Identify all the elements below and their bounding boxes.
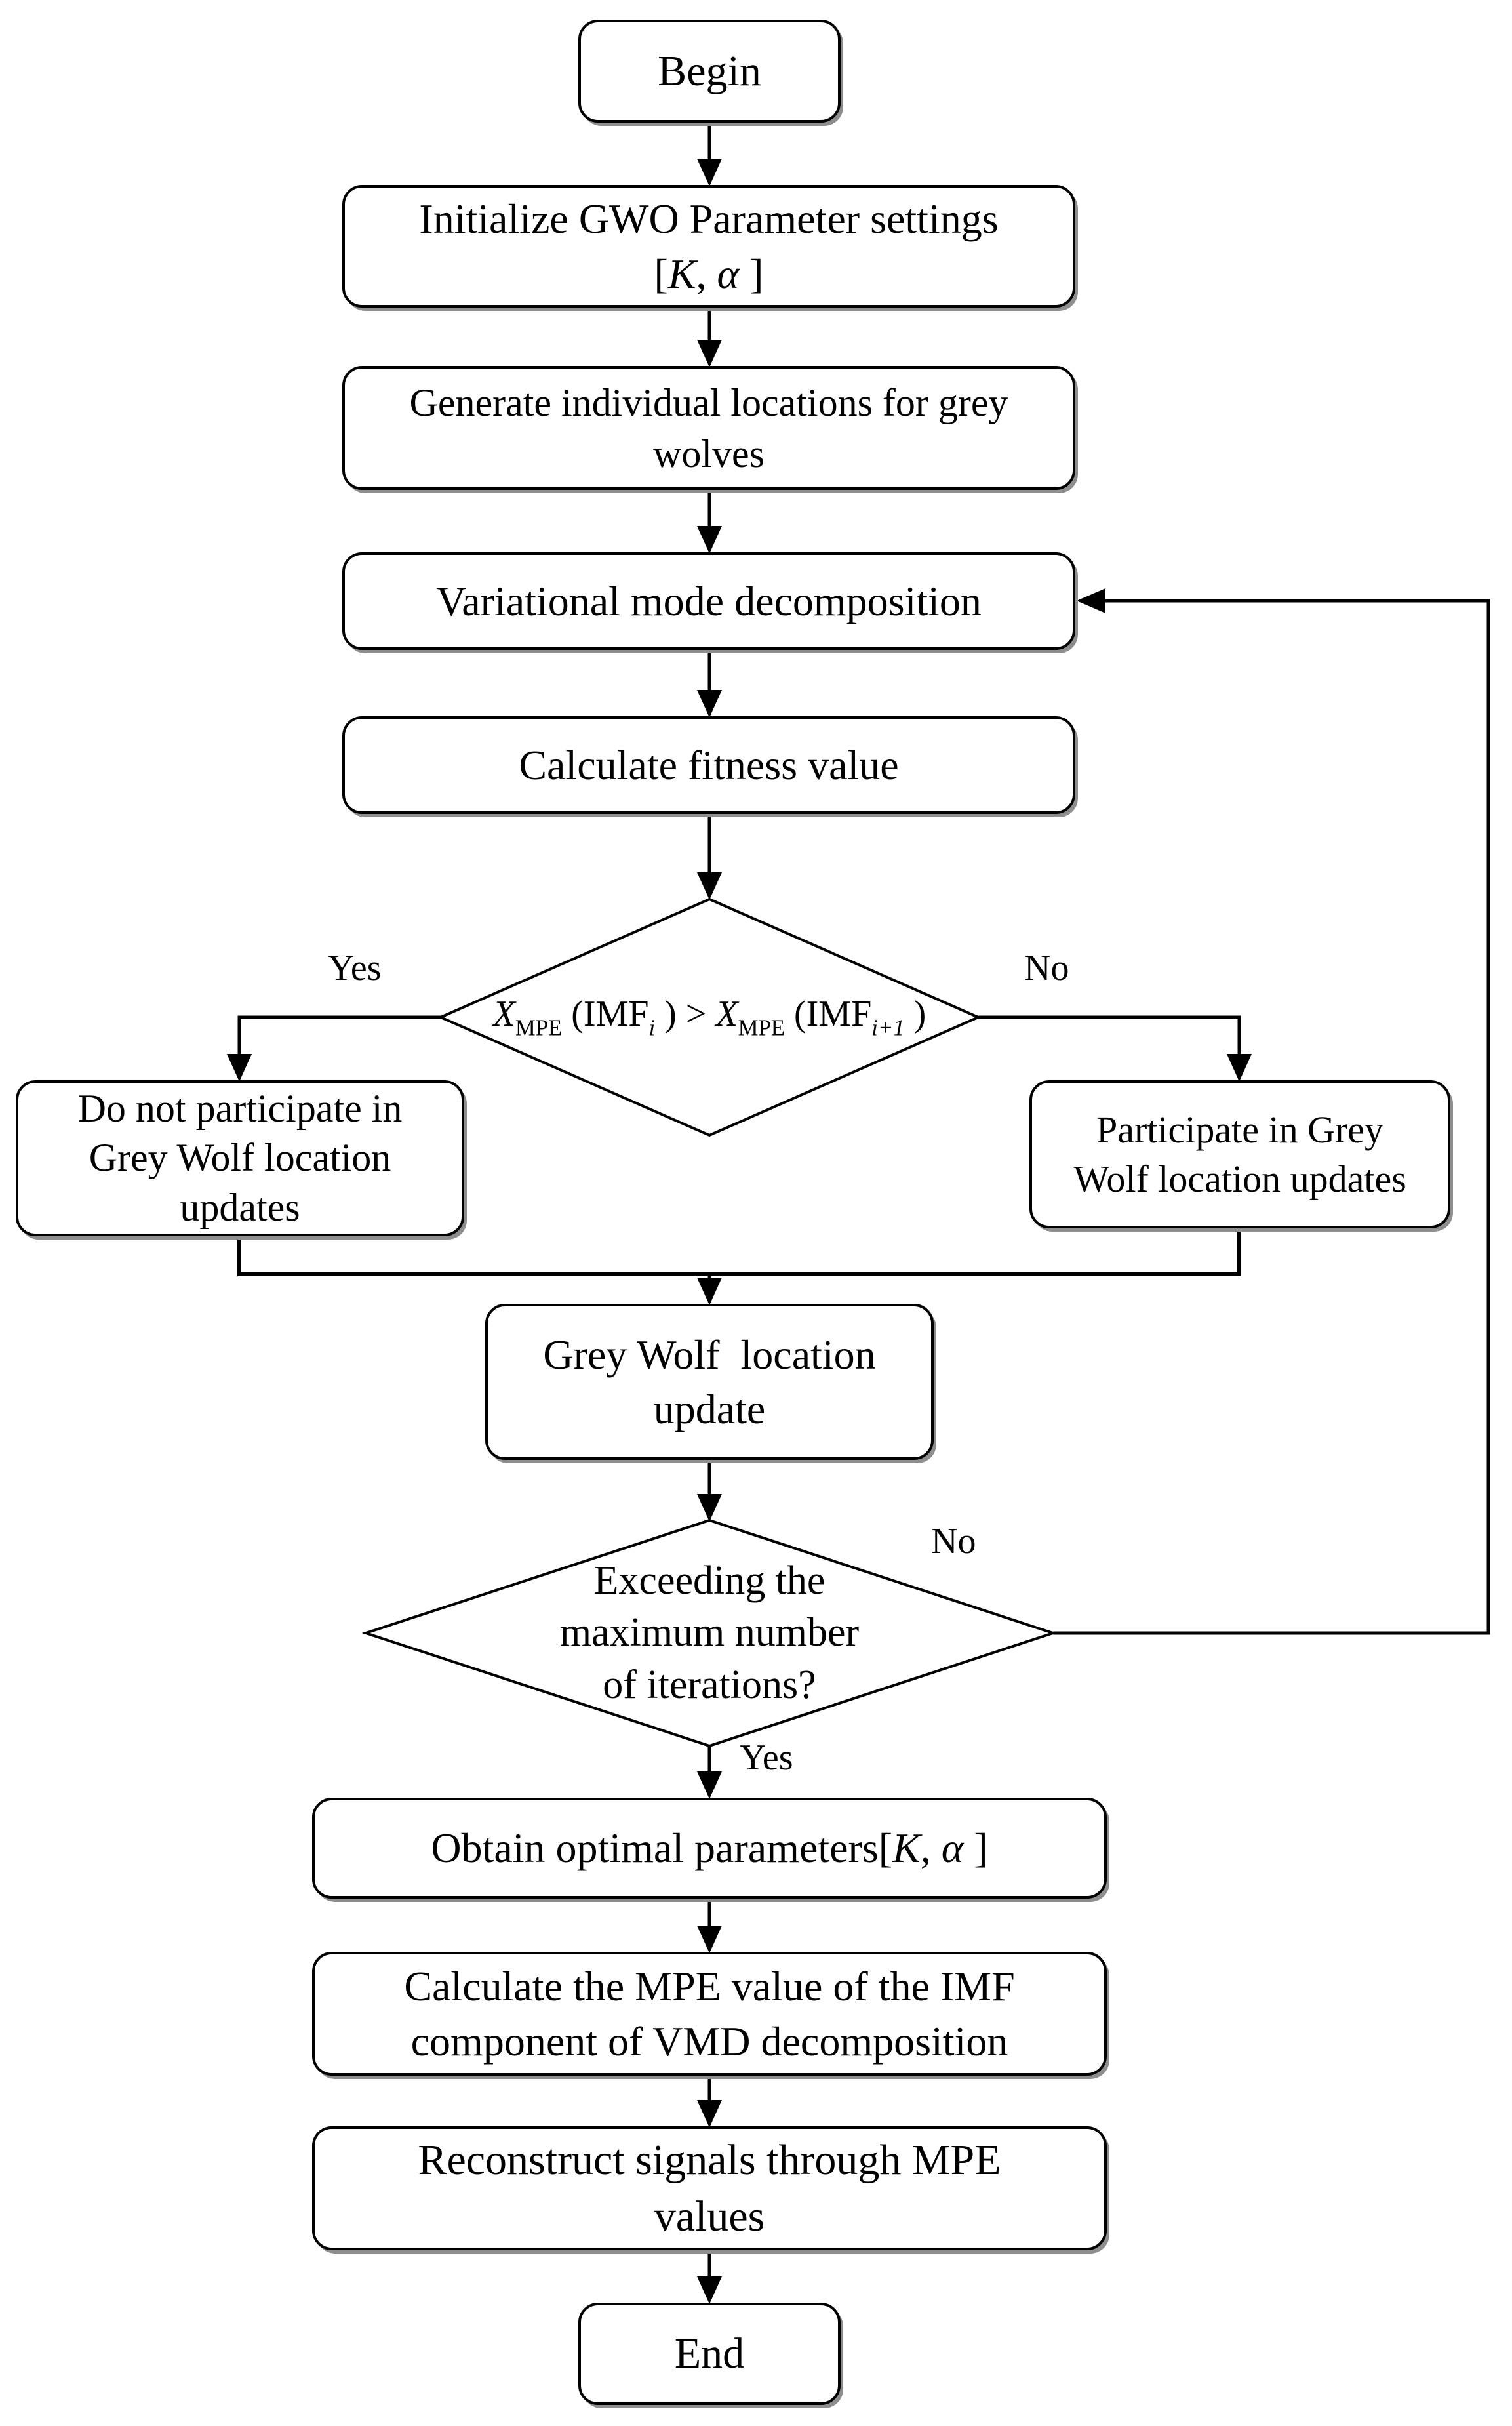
edge-participate-merge bbox=[709, 1228, 1241, 1276]
arrowhead-decision1-no bbox=[1227, 1054, 1252, 1082]
edge-decision1-no bbox=[978, 1015, 1241, 1057]
decision1-diamond bbox=[437, 897, 982, 1137]
node-obtain-optimal-parameters: Obtain optimal parameters[K, α ] bbox=[312, 1798, 1107, 1899]
decision2-line2: maximum number bbox=[559, 1610, 860, 1655]
arrowhead-gwupdate-decision2 bbox=[697, 1494, 722, 1522]
arrowhead-vmd-fitness bbox=[697, 690, 722, 718]
arrowhead-decision1-yes bbox=[227, 1054, 252, 1082]
edge-no-participate-merge bbox=[237, 1235, 709, 1276]
arrowhead-loop-vmd bbox=[1077, 588, 1105, 613]
node-gw-update-line1: Grey Wolf location bbox=[543, 1331, 876, 1378]
node-participate-line1: Participate in Grey bbox=[1096, 1108, 1384, 1151]
arrowhead-mpe-reconstruct bbox=[697, 2100, 722, 2128]
node-begin: Begin bbox=[578, 20, 841, 123]
node-grey-wolf-location-update: Grey Wolf location update bbox=[485, 1304, 934, 1460]
arrowhead-obtain-mpe bbox=[697, 1926, 722, 1953]
label-decision1-no: No bbox=[1024, 948, 1069, 988]
node-no-participate-line1: Do not participate in bbox=[77, 1086, 403, 1130]
arrowhead-reconstruct-end bbox=[697, 2276, 722, 2304]
edge-decision1-yes bbox=[237, 1015, 441, 1057]
decision2-line3: of iterations? bbox=[603, 1662, 816, 1707]
node-mpe-calc-line1: Calculate the MPE value of the IMF bbox=[404, 1963, 1015, 2010]
node-no-participate-line3: updates bbox=[180, 1185, 300, 1229]
decision1-mpe-comparison: XMPE (IMFi ) > XMPE (IMFi+1 ) bbox=[441, 899, 978, 1135]
arrowhead-fitness-decision1 bbox=[697, 872, 722, 900]
node-no-participate-line2: Grey Wolf location bbox=[89, 1136, 391, 1180]
label-decision2-yes: Yes bbox=[740, 1737, 793, 1778]
node-generate-line2: wolves bbox=[653, 432, 765, 475]
arrowhead-merge-gwupdate bbox=[697, 1278, 722, 1305]
arrowhead-decision2-yes bbox=[697, 1771, 722, 1799]
node-participate: Participate in Grey Wolf location update… bbox=[1029, 1080, 1450, 1228]
node-calculate-fitness: Calculate fitness value bbox=[342, 716, 1075, 814]
node-do-not-participate: Do not participate in Grey Wolf location… bbox=[16, 1080, 464, 1236]
node-init-line1: Initialize GWO Parameter settings bbox=[419, 195, 999, 243]
node-mpe-calc-line2: component of VMD decomposition bbox=[410, 2017, 1008, 2065]
node-reconstruct-signals: Reconstruct signals through MPE values bbox=[312, 2126, 1107, 2250]
node-end-label: End bbox=[674, 2330, 745, 2378]
edge-decision2-no-loop bbox=[1053, 599, 1490, 1635]
decision2-max-iterations: Exceeding the maximum number of iteratio… bbox=[366, 1520, 1053, 1746]
node-obtain-label: Obtain optimal parameters[K, α ] bbox=[431, 1825, 988, 1872]
node-vmd-label: Variational mode decomposition bbox=[436, 577, 982, 624]
node-calculate-mpe-value: Calculate the MPE value of the IMF compo… bbox=[312, 1952, 1107, 2076]
node-reconstruct-line1: Reconstruct signals through MPE bbox=[418, 2135, 1001, 2184]
node-end: End bbox=[578, 2303, 841, 2405]
arrowhead-init-generate bbox=[697, 340, 722, 367]
node-generate-line1: Generate individual locations for grey bbox=[409, 380, 1008, 424]
node-fitness-label: Calculate fitness value bbox=[519, 741, 899, 788]
node-generate-locations: Generate individual locations for grey w… bbox=[342, 366, 1075, 490]
arrowhead-generate-vmd bbox=[697, 526, 722, 554]
node-begin-label: Begin bbox=[658, 47, 761, 95]
node-participate-line2: Wolf location updates bbox=[1073, 1158, 1406, 1200]
node-init-gwo-parameters: Initialize GWO Parameter settings [K, α … bbox=[342, 185, 1075, 308]
node-gw-update-line2: update bbox=[653, 1386, 766, 1432]
arrowhead-begin-init bbox=[697, 159, 722, 186]
label-decision2-no: No bbox=[931, 1521, 976, 1562]
label-decision1-yes: Yes bbox=[328, 948, 382, 988]
node-vmd: Variational mode decomposition bbox=[342, 552, 1075, 650]
decision2-line1: Exceeding the bbox=[593, 1558, 826, 1603]
decision1-formula: XMPE (IMFi ) > XMPE (IMFi+1 ) bbox=[492, 994, 926, 1041]
node-reconstruct-line2: values bbox=[654, 2192, 765, 2240]
node-init-line2: [K, α ] bbox=[654, 250, 764, 297]
